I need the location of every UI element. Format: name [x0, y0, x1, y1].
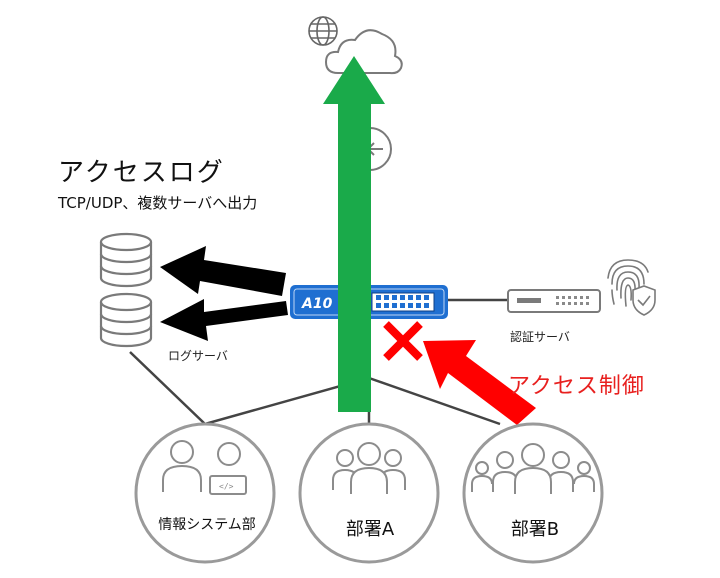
dept-a-label: 部署A	[345, 519, 395, 540]
dept-it-circle	[134, 422, 276, 564]
title: アクセスログ	[58, 158, 225, 188]
a10-logo: A10	[301, 296, 333, 312]
shield-icon	[632, 285, 656, 316]
group-icon	[332, 442, 406, 494]
globe-icon	[308, 16, 338, 46]
large-group-icon	[471, 443, 595, 494]
access-control-label: アクセス制御	[508, 374, 645, 399]
dept-it-label: 情報システム部	[158, 517, 256, 533]
allowed-traffic-arrow	[323, 56, 385, 412]
database-icon	[99, 292, 153, 348]
blocked-traffic-arrow	[423, 340, 536, 425]
log-arrow	[160, 299, 288, 341]
svg-text:</>: </>	[219, 482, 234, 491]
dept-b-label: 部署B	[510, 519, 560, 540]
fingerprint-icon	[607, 259, 649, 307]
log-server-label: ログサーバ	[168, 349, 228, 363]
database-icon	[99, 232, 153, 288]
it-staff-icon: </>	[162, 440, 247, 495]
auth-server-label: 認証サーバ	[510, 330, 570, 344]
block-x-icon	[383, 321, 423, 361]
log-arrow	[160, 246, 286, 296]
cloud-icon	[324, 29, 403, 75]
subtitle: TCP/UDP、複数サーバへ出力	[58, 194, 258, 212]
auth-server-icon	[507, 289, 601, 313]
